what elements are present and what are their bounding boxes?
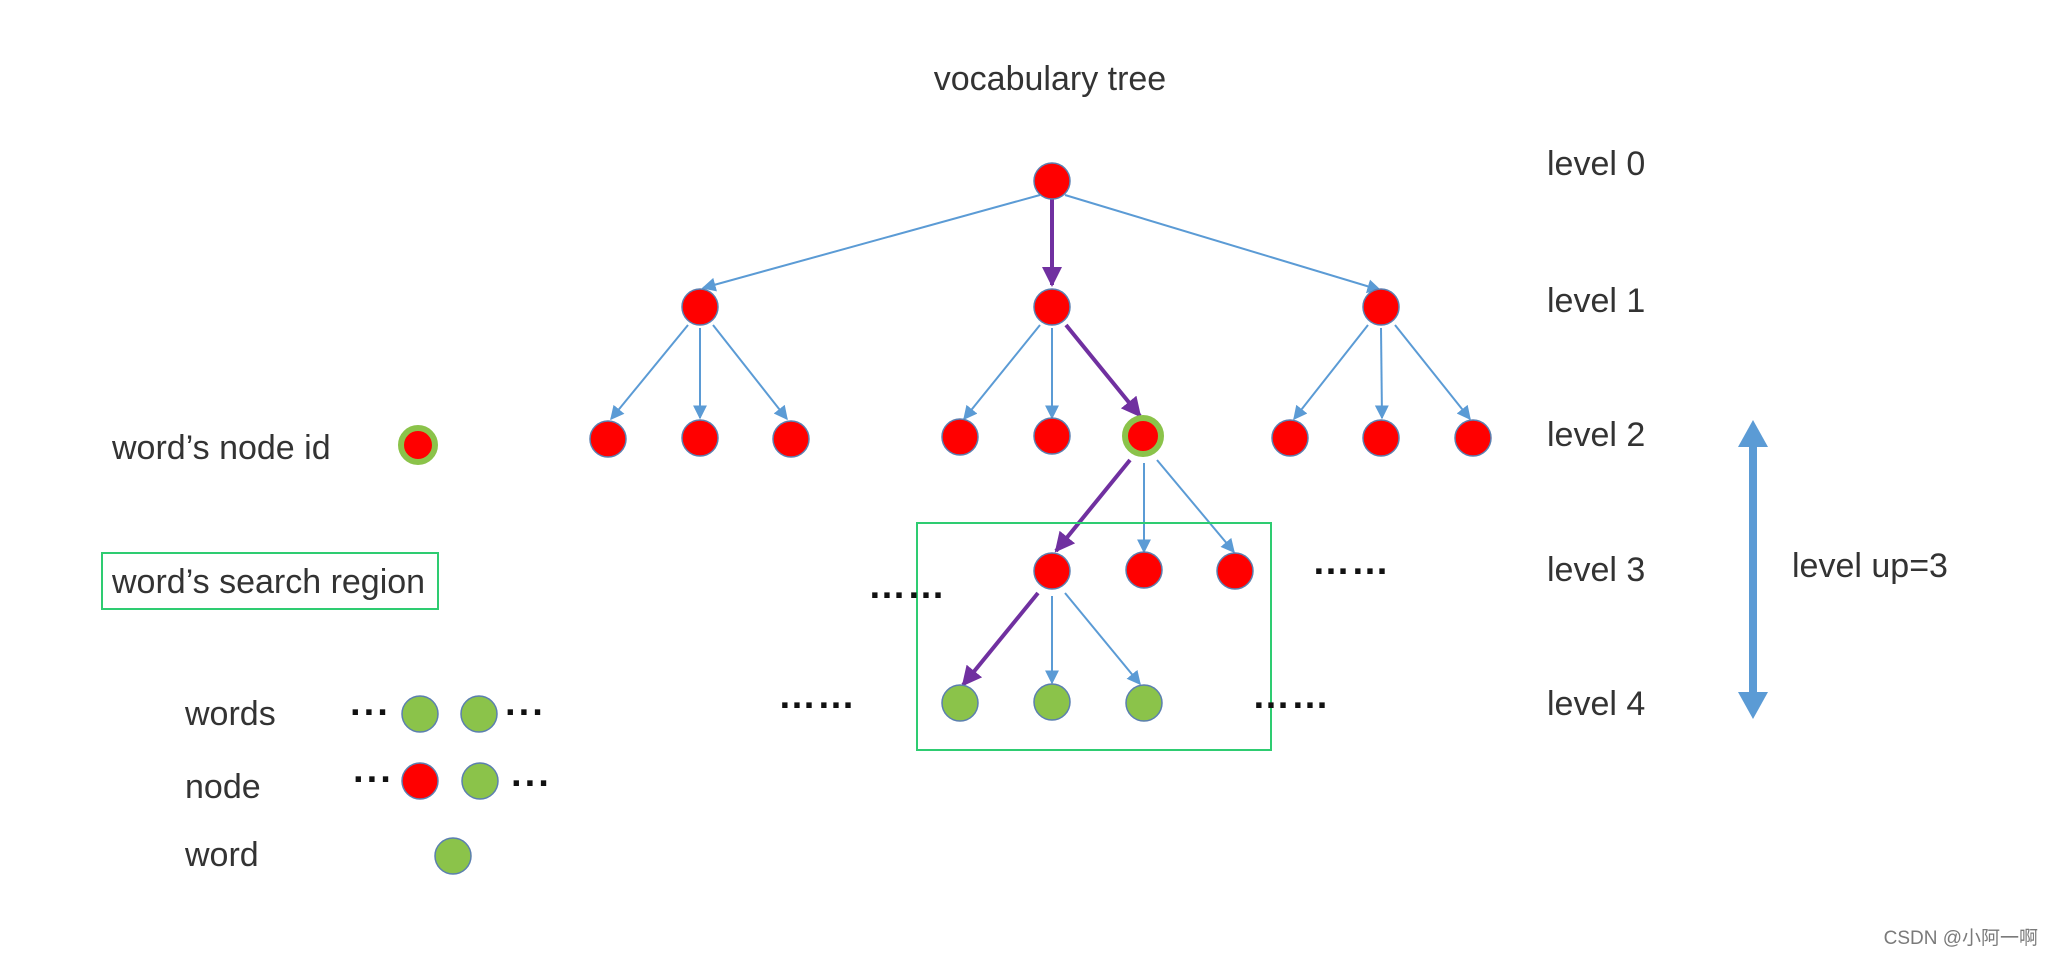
level-label-1: level 1: [1547, 282, 1645, 320]
level-label-3: level 3: [1547, 551, 1645, 589]
level-up-arrow-head-top: [1738, 420, 1768, 447]
edges: [610, 194, 1471, 687]
word-leaf-level-4: [1125, 684, 1163, 722]
legend-word-symbol: [460, 695, 498, 733]
tree-nodes: [589, 162, 1492, 722]
search-region-box: [916, 522, 1272, 751]
level-up-arrow-head-bottom: [1738, 692, 1768, 719]
node-level-2: [1271, 419, 1309, 457]
word-leaf-level-4: [1033, 683, 1071, 721]
edge: [701, 194, 1041, 292]
legend-node-id-label: word’s node id: [111, 429, 331, 467]
node-level-2: [1362, 419, 1400, 457]
level-label-4: level 4: [1547, 685, 1645, 723]
search-path-edge: [1064, 323, 1142, 418]
legend-word-symbol: [401, 695, 439, 733]
node-level-2: [589, 420, 627, 458]
edge: [1293, 324, 1369, 421]
search-path-edge: [961, 591, 1040, 687]
legend-node-child-word-symbol: [461, 762, 499, 800]
legend-node-id-symbol: [398, 425, 438, 465]
ellipsis-level-3-left: ……: [868, 565, 946, 607]
level-label-0: level 0: [1547, 145, 1645, 183]
legend-word-label: word: [184, 836, 259, 874]
edge: [712, 324, 788, 421]
legend-node-ellipsis-left: ···: [353, 759, 394, 801]
legend-words-ellipsis-left: ···: [350, 692, 391, 734]
word-leaf-level-4: [941, 684, 979, 722]
ellipsis-level-3-right: ……: [1312, 541, 1390, 583]
edge: [1374, 327, 1389, 420]
node-level-1: [681, 288, 719, 326]
legend-search-region-label: word’s search region: [111, 563, 425, 601]
watermark: CSDN @小阿一啊: [1884, 927, 2038, 949]
node-level-3: [1033, 552, 1071, 590]
node-level-2-highlighted: [1122, 415, 1164, 457]
ellipsis-level-4-right: ……: [1252, 675, 1330, 717]
node-level-1: [1362, 288, 1400, 326]
level-up-label: level up=3: [1792, 547, 1948, 585]
search-path-edge: [1054, 458, 1132, 553]
edge: [1064, 194, 1382, 294]
node-level-2: [681, 419, 719, 457]
edge: [1394, 324, 1471, 421]
node-level-2: [1454, 419, 1492, 457]
diagram-title: vocabulary tree: [934, 60, 1166, 98]
level-label-2: level 2: [1547, 416, 1645, 454]
ellipsis-level-4-left: ……: [778, 675, 856, 717]
node-level-2: [1033, 417, 1071, 455]
node-level-0: [1033, 162, 1071, 200]
legend-node-label: node: [185, 768, 261, 806]
node-level-3: [1125, 551, 1163, 589]
edge: [1064, 592, 1141, 686]
legend: word’s node id word’s search region word…: [101, 425, 552, 875]
legend-words-label: words: [184, 695, 276, 733]
edge: [1156, 459, 1235, 554]
legend-single-word-symbol: [434, 837, 472, 875]
legend-node-symbol: [401, 762, 439, 800]
node-level-2: [941, 418, 979, 456]
node-level-2: [772, 420, 810, 458]
node-level-1: [1033, 288, 1071, 326]
edge: [963, 324, 1041, 421]
edge: [610, 324, 689, 421]
legend-words-ellipsis-right: ···: [505, 692, 546, 734]
legend-search-region-box: [101, 552, 439, 610]
legend-node-ellipsis-right: ···: [511, 763, 552, 805]
level-up-arrow: [1738, 420, 1768, 719]
node-level-3: [1216, 552, 1254, 590]
